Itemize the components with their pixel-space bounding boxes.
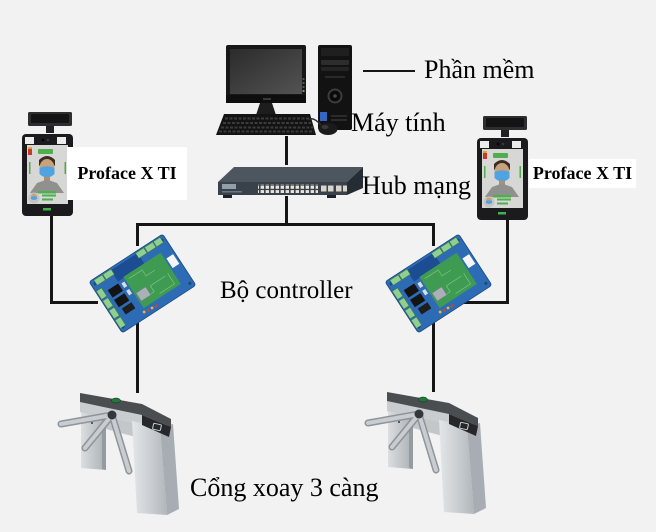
turnstile-right-illustration (364, 392, 486, 516)
connector-reader-left-controller (50, 301, 98, 304)
controller-board-left-illustration (88, 233, 197, 334)
reader-right-label: Proface X TI (529, 159, 636, 188)
face-terminal-right-illustration (473, 111, 531, 221)
controller-board-right-illustration (384, 233, 493, 334)
hub-label: Hub mạng (362, 171, 472, 200)
network-switch-illustration (215, 158, 365, 202)
turnstile-left-illustration (57, 393, 179, 517)
controller-label: Bộ controller (220, 277, 353, 304)
connector-branch-controller-left (136, 223, 139, 246)
turnstile-label: Cổng xoay 3 càng (190, 473, 379, 502)
connector-hub-branch (285, 196, 288, 226)
connector-controller-right-turnstile (432, 322, 435, 392)
reader-left-label: Proface X TI (67, 147, 187, 200)
connector-reader-left-down (50, 214, 53, 304)
connector-software-callout (363, 70, 415, 72)
connector-reader-right-controller (458, 301, 509, 304)
connector-reader-right-down (506, 216, 509, 304)
desktop-computer-illustration (212, 40, 362, 140)
connector-computer-hub (285, 136, 288, 165)
connector-branch-controller-right (432, 223, 435, 246)
connector-branch-horizontal (136, 223, 435, 226)
computer-label: Máy tính (351, 108, 446, 137)
software-label: Phần mềm (424, 55, 535, 84)
connector-controller-left-turnstile (136, 320, 139, 393)
